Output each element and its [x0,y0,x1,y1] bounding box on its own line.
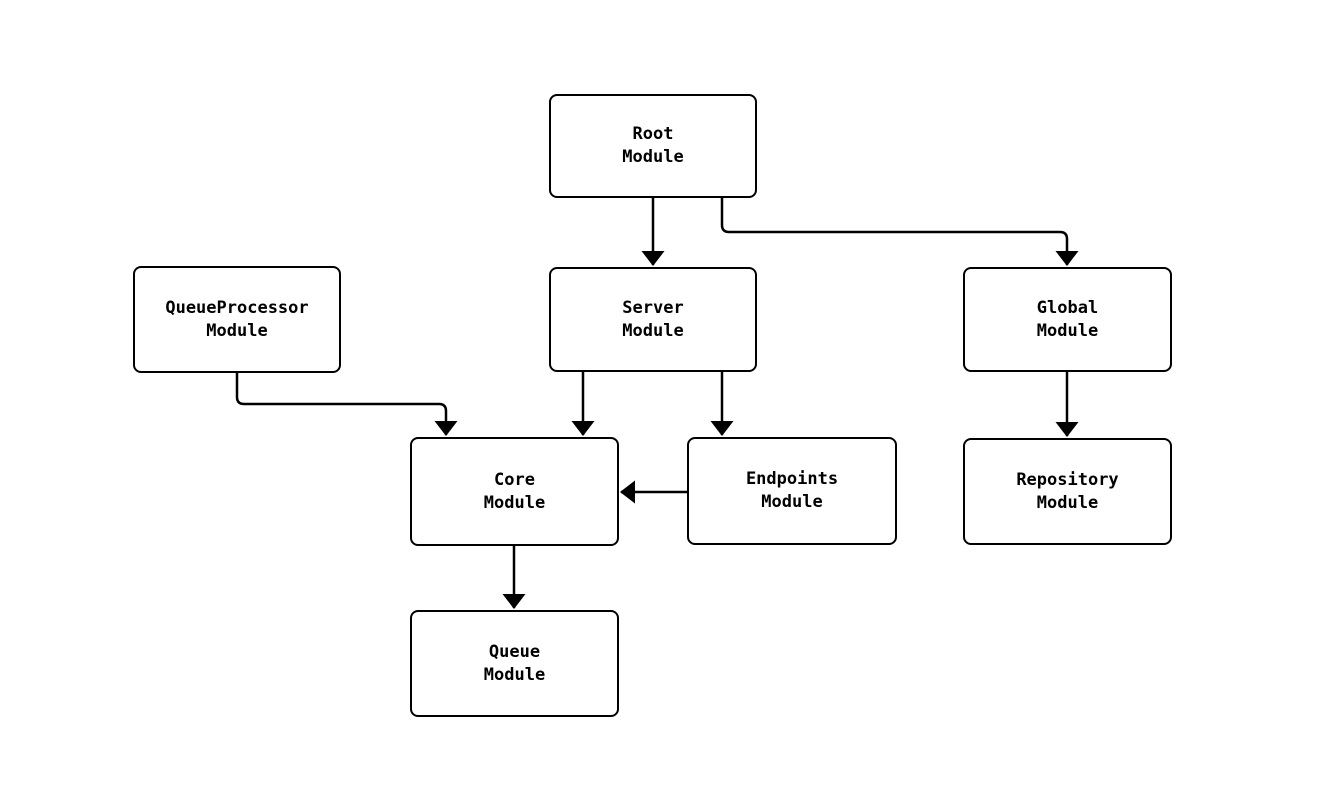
node-global-module-label: Global Module [1036,297,1099,341]
node-queueprocessor-module: QueueProcessor Module [133,266,341,373]
node-queueprocessor-module-label: QueueProcessor Module [165,297,309,341]
node-endpoints-module: Endpoints Module [687,437,897,545]
node-root-module-label: Root Module [622,124,684,167]
node-repository-module: Repository Module [963,438,1172,545]
node-endpoints-module-label: Endpoints Module [745,469,839,512]
node-server-module: Server Module [549,267,757,372]
node-repository-module-label: Repository Module [1016,469,1119,513]
node-core-module-label: Core Module [483,469,546,513]
node-root-module: Root Module [549,94,757,198]
node-queue-module-label: Queue Module [483,641,546,685]
node-core-module: Core Module [410,437,619,546]
edge-root-to-global [720,198,1079,266]
node-global-module: Global Module [963,267,1172,372]
node-server-module-label: Server Module [622,297,684,341]
edge-queueprocessor-to-core [235,373,458,436]
node-queue-module: Queue Module [410,610,619,717]
